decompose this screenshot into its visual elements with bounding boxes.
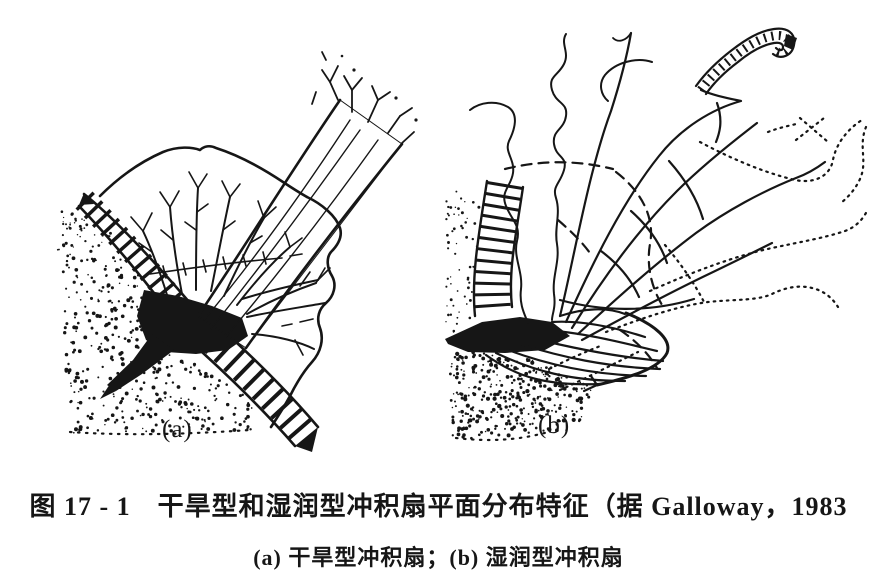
lower-hachure-band	[200, 329, 320, 452]
fan-wing-ribs	[484, 308, 670, 393]
panel-a-illustration	[56, 51, 418, 452]
meander-belt	[694, 27, 797, 96]
panel-b-stipple-region	[448, 350, 592, 440]
panel-a-stipple-baseline	[68, 428, 252, 436]
panel-b-stipple-sparse	[445, 190, 481, 333]
apex-dark-mass-b	[445, 317, 570, 353]
apex-dark-mass	[100, 290, 248, 399]
panel-a-label: (a)	[162, 416, 193, 443]
braid-fringe-twigs	[311, 51, 415, 144]
figure-caption-line2: (a) 干旱型冲积扇；(b) 湿润型冲积扇	[253, 545, 624, 570]
fan-midline-ticks	[149, 251, 303, 279]
fan-dome-outline	[98, 144, 309, 199]
dendritic-channels	[130, 171, 326, 315]
fan-lobe-channels	[241, 267, 331, 356]
braided-channel-belt	[196, 51, 418, 350]
apex-hachure-band	[472, 179, 525, 318]
sinuous-channels-left	[469, 33, 653, 324]
figure-caption-line1: 图 17 - 1 干旱型和湿润型冲积扇平面分布特征（据 Galloway，198…	[29, 492, 848, 521]
panel-b-stipple-baseline	[454, 430, 550, 442]
panel-b-label: (b)	[538, 412, 571, 439]
dashed-boundaries	[503, 161, 666, 370]
distributary-channels	[558, 31, 827, 342]
panel-b-illustration	[445, 27, 869, 442]
dotted-distal-channels	[547, 116, 869, 392]
